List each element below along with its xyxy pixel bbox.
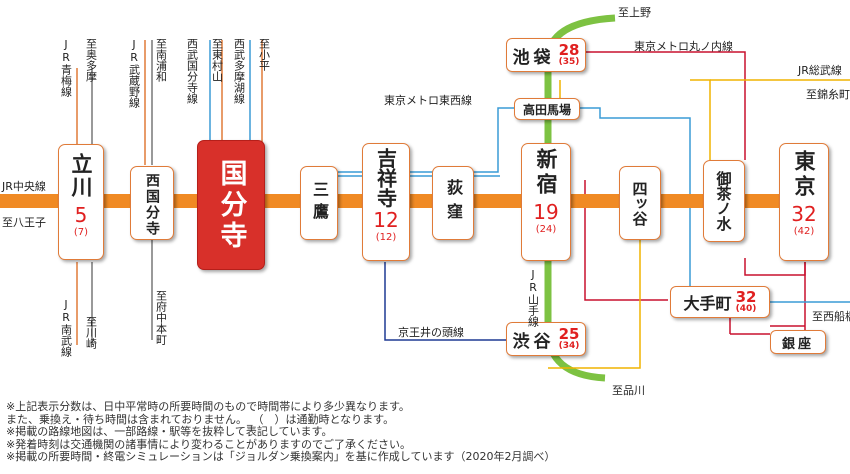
travel-time: 28 bbox=[558, 41, 580, 59]
travel-time: 19 bbox=[533, 200, 559, 224]
dest-okutama: 至奥多摩 bbox=[84, 38, 98, 82]
station-name: 大手町 bbox=[683, 294, 732, 313]
station-tokyo[interactable]: 東京 32 (42) bbox=[779, 143, 829, 261]
station-name: 渋谷 bbox=[512, 331, 555, 352]
rush-time: (7) bbox=[73, 227, 89, 238]
dest-kodaira: 至小平 bbox=[257, 38, 271, 71]
station-yotsuya[interactable]: 四ッ谷 bbox=[619, 166, 661, 240]
rush-time: (12) bbox=[375, 232, 397, 243]
footnote-line: ※掲載の所要時間・終電シミュレーションは「ジョルダン乗換案内」を基に作成していま… bbox=[6, 450, 556, 463]
station-ogikubo[interactable]: 荻窪 bbox=[432, 166, 474, 240]
line-label-tozai: 東京メトロ東西線 bbox=[384, 94, 472, 107]
rush-time: (40) bbox=[735, 304, 757, 314]
station-shinjuku[interactable]: 新宿 19 (24) bbox=[521, 143, 571, 261]
station-name: 新宿 bbox=[534, 148, 559, 198]
station-name: 三鷹 bbox=[310, 181, 329, 225]
footnotes: ※上記表示分数は、日中平常時の所要時間のもので時間帯により多少異なります。 また… bbox=[6, 400, 556, 464]
marunouchi-line bbox=[585, 51, 746, 160]
tozai-line bbox=[338, 107, 710, 291]
station-name: 池袋 bbox=[512, 47, 555, 68]
dest-ueno: 至上野 bbox=[618, 6, 651, 19]
line-label-keio-inokashira: 京王井の頭線 bbox=[398, 326, 464, 339]
line-label-nambu: JR南武線 bbox=[59, 298, 73, 357]
line-label-musashino-north: JR武蔵野線 bbox=[127, 38, 141, 108]
dest-kinshicho: 至錦糸町 bbox=[806, 88, 850, 101]
rush-time: (24) bbox=[535, 224, 557, 235]
station-kichijoji[interactable]: 吉祥寺 12 (12) bbox=[362, 143, 410, 261]
station-name: 高田馬場 bbox=[522, 102, 571, 117]
rush-time: (34) bbox=[558, 341, 580, 351]
station-nishikokubunji[interactable]: 西国分寺 bbox=[130, 166, 174, 240]
rush-time: (42) bbox=[793, 226, 815, 237]
dest-kawasaki: 至川崎 bbox=[84, 316, 98, 349]
travel-time: 32 bbox=[735, 288, 757, 306]
dest-hachioji: 至八王子 bbox=[2, 216, 46, 229]
station-mitaka[interactable]: 三鷹 bbox=[300, 166, 338, 240]
station-name: 東京 bbox=[792, 150, 817, 200]
line-label-marunouchi: 東京メトロ丸ノ内線 bbox=[634, 40, 733, 53]
line-label-sobu: JR総武線 bbox=[798, 64, 842, 77]
keio-line bbox=[384, 262, 515, 341]
travel-time: 32 bbox=[791, 202, 817, 226]
station-name: 銀座 bbox=[781, 336, 814, 352]
station-ginza[interactable]: 銀座 bbox=[770, 330, 826, 354]
station-tachikawa[interactable]: 立川 5 (7) bbox=[58, 144, 104, 260]
station-otemachi[interactable]: 大手町 32 (40) bbox=[670, 286, 770, 318]
line-label-seibu-tamako: 西武多摩湖線 bbox=[232, 38, 246, 104]
travel-time: 25 bbox=[558, 325, 580, 343]
line-label-seibu-kokubunji: 西武国分寺線 bbox=[185, 38, 199, 104]
travel-time: 5 bbox=[74, 203, 88, 227]
line-label-yamanote: JR山手線 bbox=[526, 268, 540, 327]
dest-shinagawa: 至品川 bbox=[612, 384, 645, 397]
station-name: 国分寺 bbox=[215, 158, 247, 252]
station-name: 御茶ノ水 bbox=[714, 171, 733, 231]
dest-minamiurawa: 至南浦和 bbox=[154, 38, 168, 82]
station-name: 荻窪 bbox=[444, 179, 463, 227]
station-shibuya[interactable]: 渋谷 25 (34) bbox=[506, 322, 586, 356]
station-name: 立川 bbox=[69, 153, 94, 199]
station-ochanomizu[interactable]: 御茶ノ水 bbox=[703, 160, 745, 242]
dest-nishifunabashi: 至西船橋 bbox=[812, 310, 850, 323]
line-label-chuo: JR中央線 bbox=[2, 180, 46, 193]
travel-time: 12 bbox=[373, 208, 399, 232]
station-kokubunji[interactable]: 国分寺 bbox=[197, 140, 265, 270]
footnote-line: ※掲載の路線地図は、一部路線・駅等を抜粋して表記しています。 bbox=[6, 425, 333, 438]
dest-fuchuhommachi: 至府中本町 bbox=[154, 290, 168, 345]
footnote-line: ※発着時刻は交通機関の諸事情により変わることがありますのでご了承ください。 bbox=[6, 437, 411, 451]
station-name: 四ッ谷 bbox=[630, 180, 649, 226]
rush-time: (35) bbox=[558, 57, 580, 67]
station-name: 吉祥寺 bbox=[373, 148, 398, 208]
line-label-ome: JR青梅線 bbox=[59, 38, 73, 97]
station-ikebukuro[interactable]: 池袋 28 (35) bbox=[506, 38, 586, 72]
station-takadanobaba[interactable]: 高田馬場 bbox=[514, 98, 580, 120]
dest-higashimurayama: 至東村山 bbox=[210, 38, 224, 82]
station-name: 西国分寺 bbox=[144, 173, 160, 237]
footnote-line: また、乗換え・待ち時間は含まれておりません。_（ ）は通勤時となります。 bbox=[6, 412, 395, 426]
footnote-line: ※上記表示分数は、日中平常時の所要時間のもので時間帯により多少異なります。 bbox=[6, 400, 410, 413]
